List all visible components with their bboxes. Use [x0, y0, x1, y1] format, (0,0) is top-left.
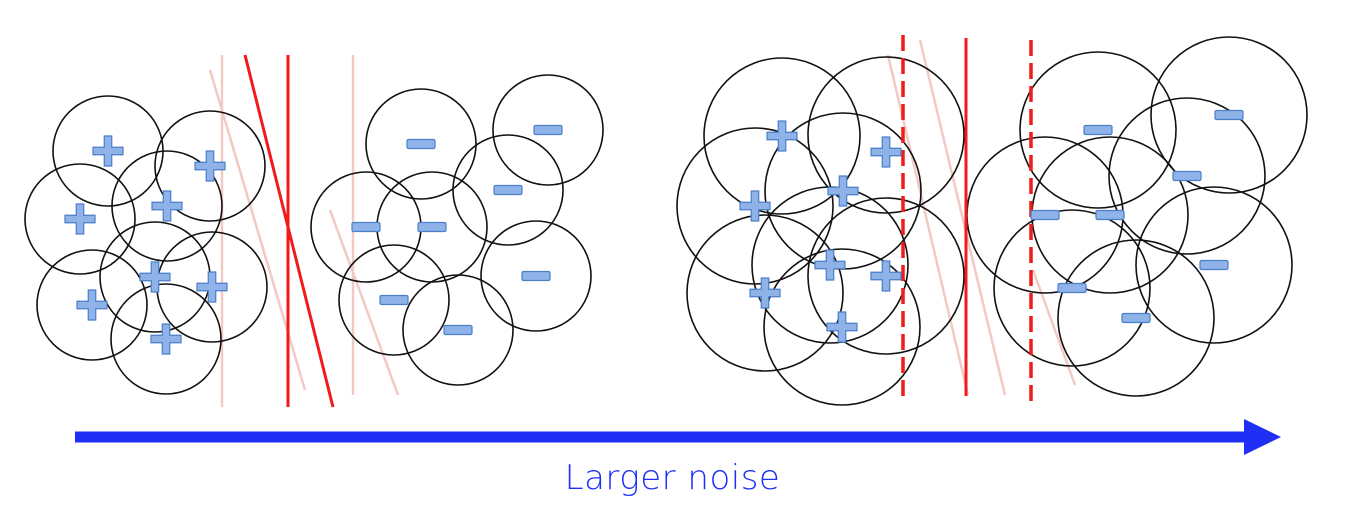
boundary-slanted — [243, 54, 335, 408]
plus-marker — [766, 120, 798, 152]
noise-circle — [763, 248, 921, 406]
negative-circles — [310, 74, 604, 386]
panel-large-noise — [676, 35, 1308, 406]
noise-circle — [807, 56, 965, 214]
plus-marker — [196, 271, 228, 303]
decision-boundaries — [243, 54, 335, 408]
minus-marker — [379, 294, 409, 306]
positive-markers — [64, 135, 228, 355]
minus-marker — [1095, 209, 1125, 221]
noise-circle — [338, 244, 450, 356]
plus-marker — [749, 277, 781, 309]
minus-marker — [493, 184, 523, 196]
decision-boundaries — [901, 35, 1033, 402]
noise-circle — [111, 150, 223, 262]
negative-circles — [966, 36, 1308, 397]
negative-markers — [351, 124, 563, 336]
plus-marker — [139, 261, 171, 293]
minus-marker — [351, 221, 381, 233]
noise-circle — [686, 214, 844, 372]
noise-circle — [154, 110, 266, 222]
minus-marker — [406, 138, 436, 150]
minus-marker — [1121, 312, 1151, 324]
noise-circle — [703, 57, 861, 215]
plus-marker — [150, 323, 182, 355]
noise-circle — [1108, 97, 1266, 255]
positive-markers — [739, 120, 902, 343]
noise-circle — [1019, 51, 1177, 209]
positive-circles — [676, 56, 965, 406]
alt-boundary-line — [918, 39, 1007, 396]
panel-small-noise — [24, 54, 604, 408]
minus-marker — [1214, 109, 1244, 121]
plus-marker — [151, 190, 183, 222]
minus-marker — [1199, 259, 1229, 271]
noise-circle — [365, 88, 477, 200]
minus-marker — [1030, 209, 1060, 221]
noise-circle — [480, 220, 592, 332]
noise-circle — [492, 74, 604, 186]
minus-marker — [443, 324, 473, 336]
noise-circle — [402, 274, 514, 386]
noise-arrow — [75, 419, 1281, 455]
minus-marker — [417, 221, 447, 233]
plus-marker — [92, 135, 124, 167]
noise-circle — [1150, 36, 1308, 194]
plus-marker — [826, 311, 858, 343]
noise-circle — [452, 134, 564, 246]
noise-circle — [1057, 239, 1215, 397]
noise-circle — [110, 283, 222, 395]
plus-marker — [827, 175, 859, 207]
minus-marker — [521, 270, 551, 282]
alt-boundary-line — [328, 209, 400, 396]
noise-circle — [24, 163, 136, 275]
noise-circle — [993, 209, 1151, 367]
minus-marker — [1057, 282, 1087, 294]
alt-boundary-line — [886, 54, 970, 396]
plus-marker — [739, 190, 771, 222]
noise-circle — [1135, 186, 1293, 344]
noise-circle — [807, 197, 965, 355]
plus-marker — [194, 150, 226, 182]
negative-markers — [1030, 109, 1244, 324]
minus-marker — [533, 124, 563, 136]
alt-boundary-line — [208, 69, 307, 391]
alternative-boundaries — [208, 55, 400, 407]
plus-marker — [870, 260, 902, 292]
minus-marker — [1083, 124, 1113, 136]
plus-marker — [814, 249, 846, 281]
plus-marker — [870, 136, 902, 168]
plus-marker — [76, 289, 108, 321]
arrow-head — [1244, 419, 1281, 455]
positive-circles — [24, 95, 268, 395]
arrow-label: Larger noise — [564, 458, 781, 498]
noise-circle — [36, 249, 148, 361]
minus-marker — [1172, 170, 1202, 182]
plus-marker — [64, 203, 96, 235]
